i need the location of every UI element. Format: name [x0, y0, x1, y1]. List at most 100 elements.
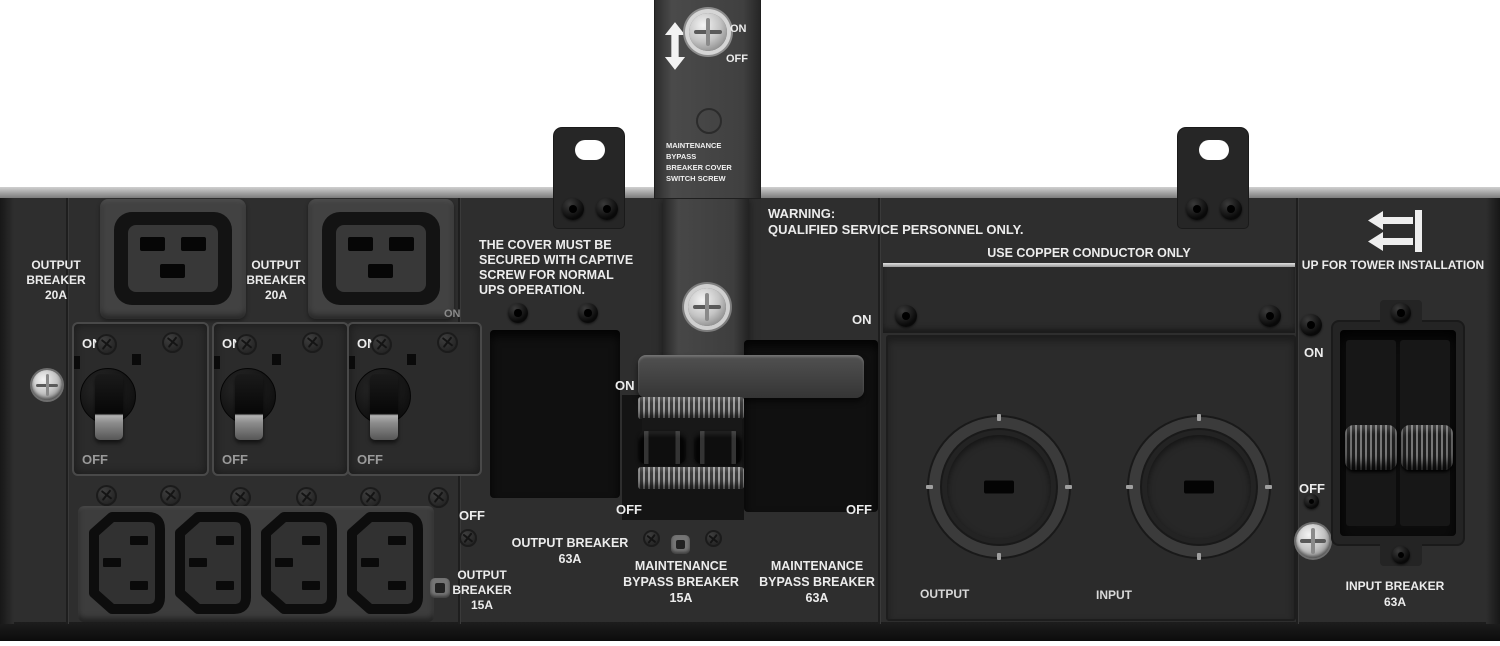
breaker-toggle-switch: [95, 374, 123, 440]
c19-outlet-module: [100, 199, 246, 319]
switch-screw-label: MAINTENANCE BYPASS BREAKER COVER SWITCH …: [666, 140, 756, 184]
output-63a-off-label: OFF: [459, 508, 485, 523]
output-breaker-module-2: ON OFF: [212, 322, 349, 476]
panel-bottom-band: [0, 622, 1500, 641]
warning-body: QUALIFIED SERVICE PERSONNEL ONLY.: [768, 222, 1024, 237]
panel-screw-small: [160, 485, 181, 506]
output-breaker-20a-label-2: OUTPUT BREAKER 20A: [228, 258, 324, 303]
maint-bypass-63a-label: MAINTENANCE BYPASS BREAKER 63A: [737, 558, 897, 606]
panel-right-shade: [1486, 198, 1500, 624]
breaker-toggle-switch: [370, 374, 398, 440]
module-screw: [371, 334, 392, 355]
module-screw: [437, 332, 458, 353]
panel-screw-small: [96, 485, 117, 506]
input-breaker-toggle-left: [1345, 425, 1397, 470]
tower-orientation-icon: [1368, 210, 1422, 252]
c19-outlet-module: [308, 199, 454, 319]
label-line: INPUT BREAKER: [1345, 579, 1445, 593]
bypass-cover-plate-top: ON OFF MAINTENANCE BYPASS BREAKER COVER …: [655, 0, 760, 198]
c13-outlet-strip: [78, 506, 434, 622]
breaker-icon-glyph: [676, 540, 685, 549]
knockout-tick: [1197, 414, 1201, 421]
knockout-tick: [926, 485, 933, 489]
breaker-off-label: OFF: [357, 452, 383, 467]
bypass-plate-captive-screw: [688, 288, 726, 326]
label-line: 15A: [669, 591, 693, 605]
label-line: BREAKER: [452, 583, 512, 597]
label-line: 63A: [1383, 595, 1406, 609]
label-line: 63A: [805, 591, 829, 605]
c19-pin-slot: [389, 237, 414, 251]
knockout-tick: [997, 414, 1001, 421]
breaker-recess-left: [490, 330, 620, 498]
module-screw: [302, 332, 323, 353]
panel-screw-small: [459, 529, 477, 547]
module-notch: [132, 354, 141, 365]
label-line: BYPASS BREAKER: [759, 575, 875, 589]
up-down-arrow-icon: [664, 22, 686, 70]
panel-screw-right: [1300, 314, 1322, 336]
output-breaker-module-3: ON OFF: [347, 322, 482, 476]
c19-pin-slot: [181, 237, 206, 251]
module-screw: [236, 334, 257, 355]
label-line: OUTPUT: [457, 568, 507, 582]
cover-note-line: UPS OPERATION.: [479, 283, 586, 297]
knockout-slot: [984, 480, 1014, 494]
cover-note-line: SECURED WITH CAPTIVE: [479, 253, 634, 267]
panel-seam-right: [1296, 198, 1298, 624]
input-breaker-recess: [1340, 330, 1456, 536]
mounting-bracket-right: [1178, 128, 1248, 228]
label-line: BYPASS BREAKER: [623, 575, 739, 589]
bypass-on-label-left: ON: [615, 378, 635, 393]
knockout-tick: [997, 553, 1001, 560]
panel-screw-right-silver: [1296, 524, 1330, 558]
bypass-hinge-bar-bottom: [638, 467, 744, 489]
switch-screw-label-line: MAINTENANCE: [666, 141, 722, 150]
c19-pin-slot: [160, 264, 185, 278]
breaker-icon: [671, 535, 690, 554]
panel-screw-small: [230, 487, 251, 508]
terminal-plate-screw: [1259, 305, 1281, 327]
switch-on-label: ON: [730, 23, 747, 35]
input-breaker-screw-bottom: [1392, 546, 1410, 564]
terminal-plate-main: OUTPUT INPUT: [886, 335, 1296, 621]
label-line: MAINTENANCE: [770, 559, 864, 573]
input-breaker-63a-label: INPUT BREAKER 63A: [1331, 578, 1459, 610]
input-breaker-off-label: OFF: [1299, 481, 1325, 496]
module-notch: [272, 354, 281, 365]
terminal-output-label: OUTPUT: [920, 587, 970, 601]
panel-screw: [32, 370, 62, 400]
bracket-slot-hole: [1199, 140, 1229, 160]
panel-seam-left: [66, 198, 68, 624]
knockout-tick: [1265, 485, 1272, 489]
label-line: 15A: [470, 598, 493, 612]
mounting-bracket-left: [554, 128, 624, 228]
module-notch: [214, 356, 220, 369]
bracket-slot-hole: [575, 140, 605, 160]
hidden-breaker-on-label: ON: [444, 308, 461, 320]
cover-note-line: THE COVER MUST BE: [479, 238, 612, 252]
cover-note: THE COVER MUST BE SECURED WITH CAPTIVE S…: [479, 238, 634, 298]
output-breaker-20a-label-1: OUTPUT BREAKER 20A: [8, 258, 104, 303]
c19-pin-slot: [368, 264, 393, 278]
switch-off-label: OFF: [726, 53, 748, 65]
warning-title: WARNING:: [768, 206, 836, 221]
c19-pin-slot: [140, 237, 165, 251]
output-breaker-module-1: ON OFF: [72, 322, 209, 476]
maint-bypass-15a-label: MAINTENANCE BYPASS BREAKER 15A: [601, 558, 761, 606]
c19-socket-inner: [128, 225, 218, 292]
label-line: BREAKER: [26, 273, 86, 287]
switch-screw-label-line: BYPASS: [666, 152, 697, 161]
terminal-plate-top-edge: [883, 263, 1295, 267]
bypass-off-label-left: OFF: [616, 502, 642, 517]
c19-socket-face: [322, 212, 440, 305]
panel-left-shade: [0, 198, 14, 624]
bracket-screw: [596, 198, 618, 220]
c13-outlet: [347, 512, 423, 614]
module-notch: [407, 354, 416, 365]
terminal-plate-upper: [883, 267, 1295, 333]
bracket-screw: [1186, 198, 1208, 220]
input-breaker-frame: [1333, 322, 1463, 544]
label-line: 20A: [264, 288, 287, 302]
output-conduit-knockout: [926, 414, 1072, 560]
